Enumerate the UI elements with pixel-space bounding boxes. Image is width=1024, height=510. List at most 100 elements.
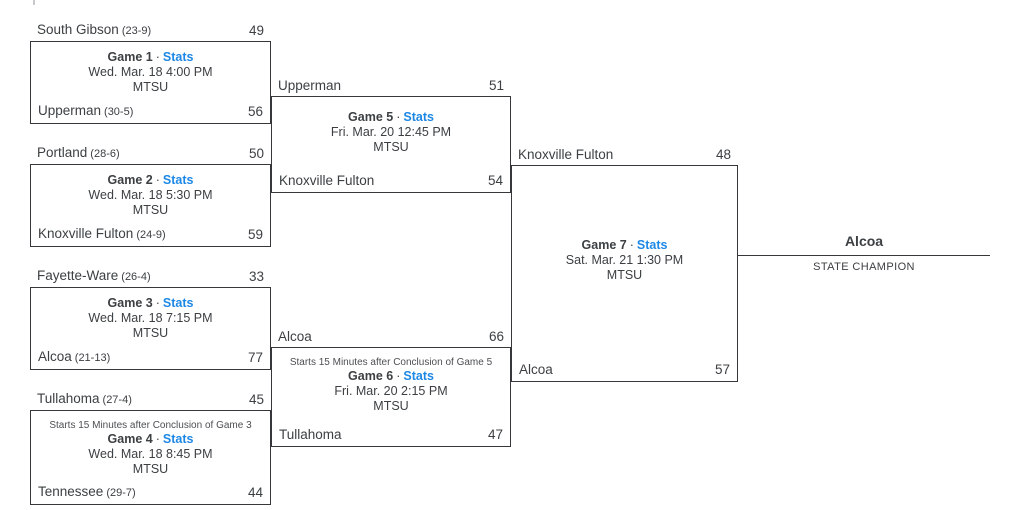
game-title-line: Game 6·Stats bbox=[272, 369, 510, 384]
game-venue: MTSU bbox=[373, 140, 409, 154]
game-title: Game 6 bbox=[348, 369, 394, 383]
team-name: Knoxville Fulton(24-9) bbox=[38, 226, 166, 243]
team-score: 33 bbox=[248, 269, 264, 284]
game-note: Starts 15 Minutes after Conclusion of Ga… bbox=[289, 357, 493, 368]
game-title: Game 2 bbox=[107, 173, 153, 187]
game-info: Game 2·Stats Wed. Mar. 18 5:30 PM MTSU bbox=[31, 165, 270, 218]
team-name: Knoxville Fulton bbox=[279, 173, 374, 189]
game-box: Game 2·Stats Wed. Mar. 18 5:30 PM MTSU K… bbox=[30, 164, 271, 247]
team-row-bottom: Upperman(30-5) 56 bbox=[31, 103, 270, 120]
game-box: Game 5·Stats Fri. Mar. 20 12:45 PM MTSU … bbox=[271, 96, 511, 193]
team-score: 54 bbox=[487, 173, 503, 188]
game-venue: MTSU bbox=[132, 326, 169, 340]
champion-label: STATE CHAMPION bbox=[813, 261, 915, 273]
team-name-text: Knoxville Fulton bbox=[518, 147, 614, 162]
game-datetime: Wed. Mar. 18 8:45 PM bbox=[88, 447, 213, 461]
team-name: Upperman(30-5) bbox=[38, 103, 133, 120]
team-name-text: Tennessee bbox=[38, 484, 104, 499]
game-title: Game 1 bbox=[107, 50, 153, 64]
game-title-line: Game 1·Stats bbox=[31, 50, 270, 65]
team-record: (21-13) bbox=[74, 352, 111, 364]
team-row-bottom: Knoxville Fulton 54 bbox=[272, 173, 510, 189]
team-row-top: Upperman 51 bbox=[271, 78, 511, 94]
team-record: (24-9) bbox=[136, 229, 166, 241]
stats-link[interactable]: Stats bbox=[162, 296, 194, 310]
game-venue: MTSU bbox=[606, 268, 643, 282]
team-name: Alcoa bbox=[278, 329, 312, 345]
team-name: Tullahoma(27-4) bbox=[37, 391, 132, 408]
team-name-text: Upperman bbox=[278, 78, 342, 93]
team-row-bottom: Tullahoma 47 bbox=[272, 427, 510, 443]
team-name: Portland(28-6) bbox=[37, 145, 120, 162]
champion-block: Alcoa STATE CHAMPION bbox=[738, 228, 990, 274]
game-5: Upperman 51 Game 5·Stats Fri. Mar. 20 12… bbox=[271, 78, 511, 193]
team-row-top: Tullahoma(27-4) 45 bbox=[30, 391, 271, 408]
team-score: 57 bbox=[714, 362, 730, 377]
stats-link[interactable]: Stats bbox=[162, 50, 194, 64]
team-score: 50 bbox=[248, 146, 264, 161]
team-row-bottom: Alcoa 57 bbox=[512, 362, 737, 378]
team-record: (30-5) bbox=[104, 106, 134, 118]
game-title-line: Game 4·Stats bbox=[31, 432, 270, 447]
game-info: Game 7·Stats Sat. Mar. 21 1:30 PM MTSU bbox=[512, 166, 737, 283]
game-6: Alcoa 66 Starts 15 Minutes after Conclus… bbox=[271, 329, 511, 447]
team-score: 48 bbox=[715, 147, 731, 162]
team-row-top: Portland(28-6) 50 bbox=[30, 145, 271, 162]
team-score: 77 bbox=[247, 350, 263, 365]
game-datetime: Wed. Mar. 18 4:00 PM bbox=[88, 65, 213, 79]
team-row-top: Knoxville Fulton 48 bbox=[511, 147, 738, 163]
team-name: South Gibson(23-9) bbox=[37, 22, 151, 39]
team-row-bottom: Alcoa(21-13) 77 bbox=[31, 349, 270, 366]
stats-link[interactable]: Stats bbox=[162, 432, 194, 446]
game-title-line: Game 5·Stats bbox=[272, 110, 510, 125]
game-datetime: Wed. Mar. 18 5:30 PM bbox=[88, 188, 213, 202]
team-score: 59 bbox=[247, 227, 263, 242]
game-title: Game 7 bbox=[581, 238, 627, 252]
team-name: Fayette-Ware(26-4) bbox=[37, 268, 151, 285]
stats-link[interactable]: Stats bbox=[162, 173, 194, 187]
game-2: Portland(28-6) 50 Game 2·Stats Wed. Mar.… bbox=[30, 145, 271, 247]
game-note: Starts 15 Minutes after Conclusion of Ga… bbox=[49, 420, 252, 431]
team-name: Knoxville Fulton bbox=[518, 147, 613, 163]
game-datetime: Fri. Mar. 20 2:15 PM bbox=[334, 384, 448, 398]
game-info: Game 1·Stats Wed. Mar. 18 4:00 PM MTSU bbox=[31, 42, 270, 95]
game-venue: MTSU bbox=[132, 80, 169, 94]
team-row-bottom: Tennessee(29-7) 44 bbox=[31, 484, 270, 501]
game-datetime: Fri. Mar. 20 12:45 PM bbox=[330, 125, 452, 139]
separator: · bbox=[155, 296, 160, 310]
team-record: (27-4) bbox=[102, 394, 132, 406]
team-name: Alcoa(21-13) bbox=[38, 349, 110, 366]
separator: · bbox=[629, 238, 634, 252]
team-score: 44 bbox=[247, 485, 263, 500]
team-row-top: Alcoa 66 bbox=[271, 329, 511, 345]
team-record: (26-4) bbox=[121, 271, 151, 283]
team-record: (28-6) bbox=[90, 148, 120, 160]
game-title: Game 4 bbox=[107, 432, 153, 446]
stats-link[interactable]: Stats bbox=[403, 369, 434, 383]
game-box: Game 3·Stats Wed. Mar. 18 7:15 PM MTSU A… bbox=[30, 287, 271, 370]
game-4: Tullahoma(27-4) 45 Starts 15 Minutes aft… bbox=[30, 391, 271, 505]
game-datetime: Sat. Mar. 21 1:30 PM bbox=[565, 253, 684, 267]
team-score: 47 bbox=[487, 427, 503, 442]
game-venue: MTSU bbox=[132, 462, 169, 476]
game-title-line: Game 3·Stats bbox=[31, 296, 270, 311]
team-score: 51 bbox=[488, 78, 504, 93]
game-box: Game 7·Stats Sat. Mar. 21 1:30 PM MTSU A… bbox=[511, 165, 738, 382]
team-name-text: Alcoa bbox=[38, 349, 72, 364]
game-info: Starts 15 Minutes after Conclusion of Ga… bbox=[272, 348, 510, 414]
team-name-text: Portland bbox=[37, 145, 88, 160]
game-info: Game 5·Stats Fri. Mar. 20 12:45 PM MTSU bbox=[272, 97, 510, 155]
game-box: Starts 15 Minutes after Conclusion of Ga… bbox=[271, 347, 511, 447]
team-record: (29-7) bbox=[106, 487, 136, 499]
separator: · bbox=[155, 432, 160, 446]
stats-link[interactable]: Stats bbox=[636, 238, 668, 252]
game-7: Knoxville Fulton 48 Game 7·Stats Sat. Ma… bbox=[511, 147, 738, 382]
game-title-line: Game 7·Stats bbox=[512, 238, 737, 253]
separator: · bbox=[155, 50, 160, 64]
team-name-text: Upperman bbox=[38, 103, 102, 118]
game-3: Fayette-Ware(26-4) 33 Game 3·Stats Wed. … bbox=[30, 268, 271, 370]
team-score: 56 bbox=[247, 104, 263, 119]
team-name-text: Tullahoma bbox=[279, 427, 342, 442]
stats-link[interactable]: Stats bbox=[403, 110, 434, 124]
separator: · bbox=[396, 369, 401, 383]
